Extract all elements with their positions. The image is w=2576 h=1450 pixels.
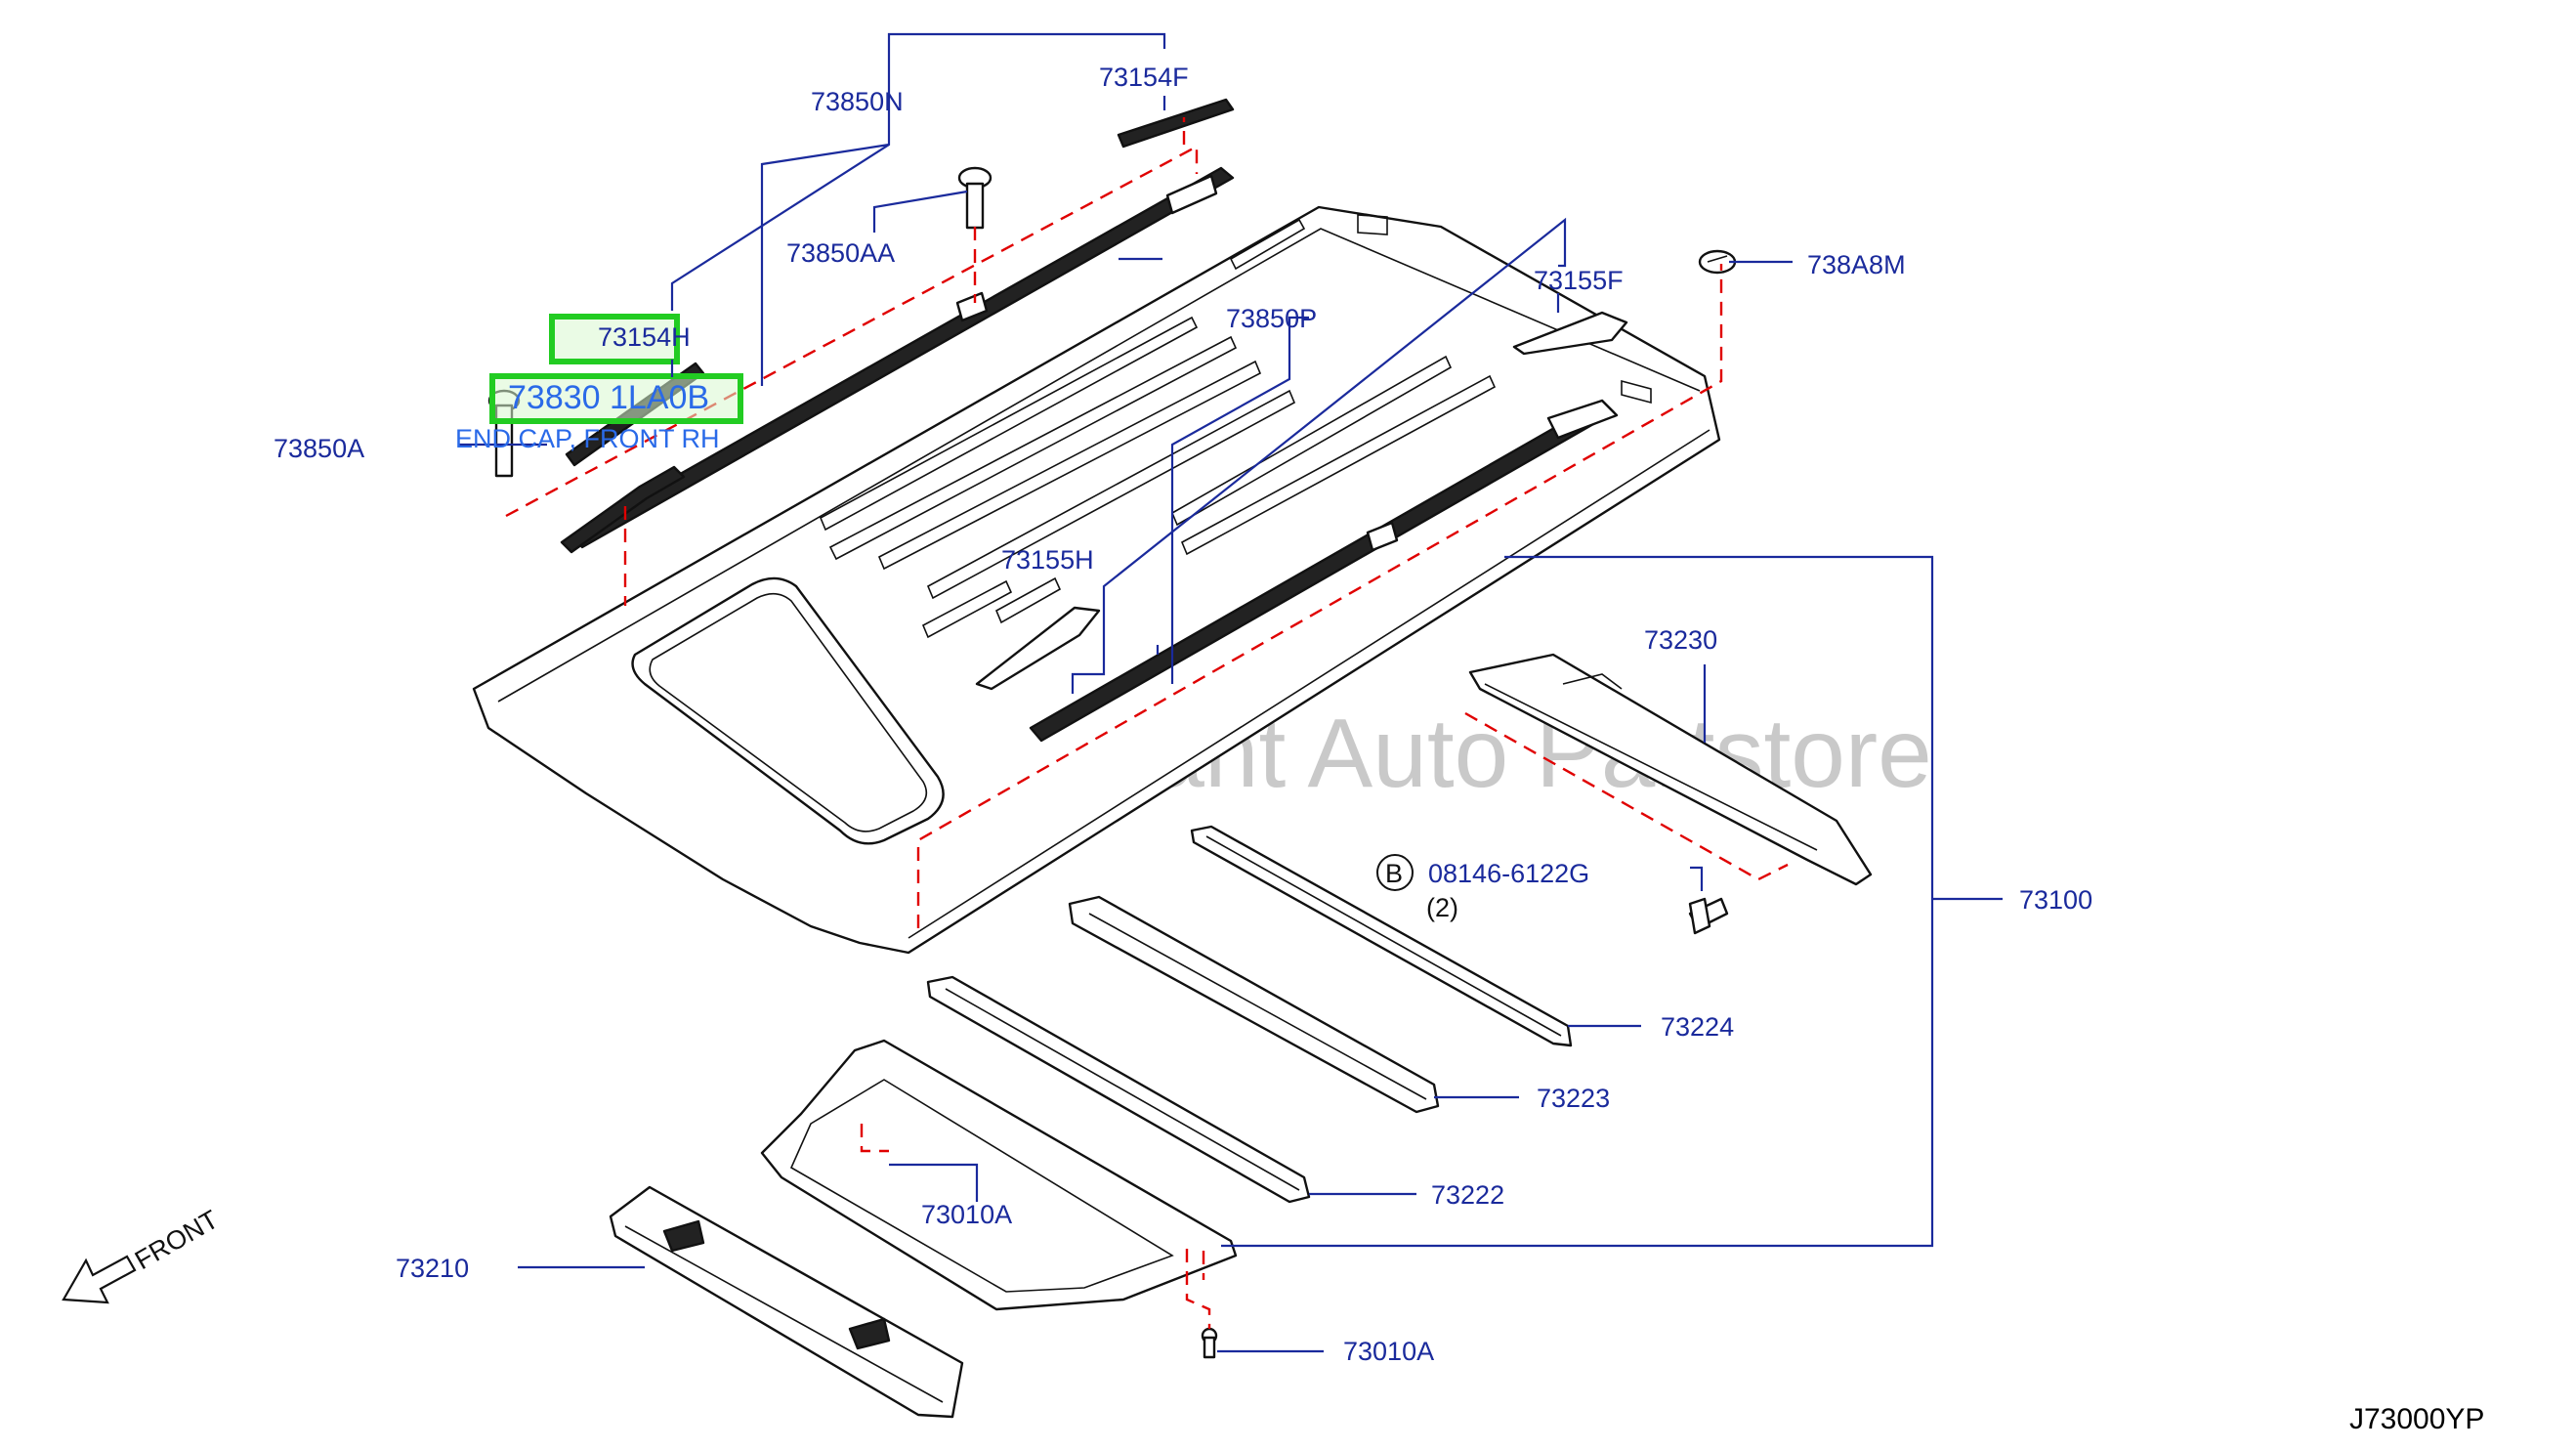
callout-73223[interactable]: 73223 bbox=[1537, 1084, 1610, 1113]
callout-73850A[interactable]: 73850A bbox=[274, 434, 364, 463]
roof-panel-73850P[interactable] bbox=[472, 205, 1721, 955]
roof-rail-rh-73850P[interactable] bbox=[1029, 399, 1619, 743]
assembly-lines bbox=[505, 117, 1789, 1329]
roof-bow-rear-73230[interactable] bbox=[1468, 653, 1873, 886]
leader-lines bbox=[459, 32, 2003, 1353]
diagram-code: J73000YP bbox=[2349, 1403, 2484, 1435]
end-cap-rear-rh-73155F[interactable] bbox=[1512, 311, 1628, 356]
roof-bow-front-73210[interactable] bbox=[609, 1185, 964, 1419]
roof-bow-73223[interactable] bbox=[1068, 895, 1440, 1114]
end-cap-front-rh-73155H[interactable] bbox=[975, 606, 1101, 691]
callout-08146-6122G[interactable]: 08146-6122G bbox=[1428, 859, 1589, 888]
end-cap-rear-lh-73154F[interactable] bbox=[1117, 98, 1235, 149]
front-direction-indicator: FRONT bbox=[62, 1205, 224, 1304]
front-label: FRONT bbox=[130, 1205, 224, 1275]
callout-73155H[interactable]: 73155H bbox=[1001, 545, 1094, 575]
bolt-08146-6122G[interactable] bbox=[1688, 897, 1729, 935]
callout-badge-circle bbox=[1376, 854, 1414, 891]
callout-73224[interactable]: 73224 bbox=[1661, 1012, 1734, 1042]
front-arrow-icon bbox=[62, 1255, 137, 1304]
callout-738A8M[interactable]: 738A8M bbox=[1807, 250, 1906, 279]
callout-73154F[interactable]: 73154F bbox=[1099, 63, 1189, 92]
sunroof-frame-73010A[interactable] bbox=[760, 1039, 1238, 1311]
callout-73010A-lower[interactable]: 73010A bbox=[1343, 1337, 1434, 1366]
callout-labels: 73850N 73154F 73850AA 73154H 73830 1LA0B… bbox=[274, 63, 2092, 1366]
callout-08146-qty: (2) bbox=[1426, 893, 1458, 922]
callout-end-cap-description: END CAP, FRONT RH bbox=[455, 424, 720, 453]
roof-bow-73222[interactable] bbox=[926, 975, 1311, 1204]
callout-73230[interactable]: 73230 bbox=[1644, 625, 1717, 655]
screw-73850AA[interactable] bbox=[957, 166, 992, 230]
callout-73210[interactable]: 73210 bbox=[396, 1254, 469, 1283]
callout-73010A-upper[interactable]: 73010A bbox=[921, 1200, 1012, 1229]
callout-73222[interactable]: 73222 bbox=[1431, 1180, 1504, 1210]
bolt-73010A-lower[interactable] bbox=[1201, 1327, 1218, 1359]
end-cap-front-rh-738301LA0B[interactable] bbox=[560, 465, 686, 554]
callout-73850AA[interactable]: 73850AA bbox=[786, 238, 895, 268]
callout-73850N[interactable]: 73850N bbox=[811, 87, 904, 116]
roof-bow-73224[interactable] bbox=[1190, 825, 1573, 1047]
callout-73154H[interactable]: 73154H bbox=[598, 322, 691, 352]
callout-badge-b: B bbox=[1385, 859, 1403, 888]
callout-73850P[interactable]: 73850P bbox=[1226, 304, 1317, 333]
callout-738301LA0B[interactable]: 73830 1LA0B bbox=[508, 379, 709, 416]
callout-73100[interactable]: 73100 bbox=[2019, 885, 2092, 915]
highlight-selected-part bbox=[489, 314, 743, 424]
callout-73155F[interactable]: 73155F bbox=[1534, 266, 1624, 295]
